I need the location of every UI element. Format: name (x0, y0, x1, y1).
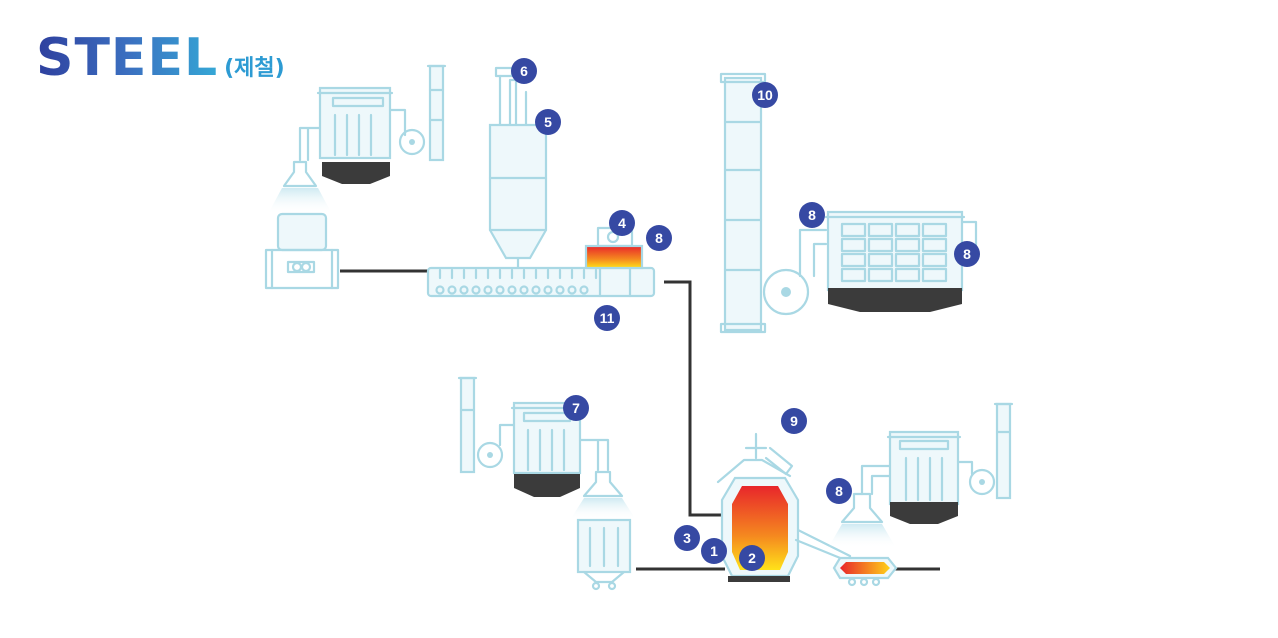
filter-cell (894, 237, 921, 253)
title-main: STEEL (36, 28, 219, 88)
svg-text:5: 5 (544, 114, 552, 130)
svg-text:4: 4 (618, 215, 626, 231)
badge-4: 4 (609, 210, 635, 236)
feed-machine (264, 212, 340, 290)
badge-10: 10 (752, 82, 778, 108)
conveyor-roller (531, 285, 541, 295)
filter-cell (867, 237, 894, 253)
badge-9: 9 (781, 408, 807, 434)
filter-cell (894, 222, 921, 238)
filter-cell (894, 267, 921, 283)
badge-8-sinter: 8 (646, 225, 672, 251)
ladle-car (832, 556, 898, 587)
title-sub: (제철) (224, 56, 285, 81)
badge-8-large-right: 8 (954, 241, 980, 267)
conveyor-roller (435, 285, 445, 295)
conveyor-roller (471, 285, 481, 295)
conveyor-roller (507, 285, 517, 295)
conveyor-roller (495, 285, 505, 295)
badge-1: 1 (701, 538, 727, 564)
filter-cell (921, 267, 948, 283)
filter-cell (840, 237, 867, 253)
conveyor-roller (555, 285, 565, 295)
connecting-pipes (340, 269, 940, 571)
baghouse-top-left (268, 64, 447, 214)
svg-text:11: 11 (600, 310, 615, 326)
filter-cell (894, 252, 921, 268)
baghouse-mid-left (457, 376, 636, 520)
svg-text:9: 9 (790, 413, 798, 429)
badge-6: 6 (511, 58, 537, 84)
svg-text:8: 8 (963, 246, 971, 262)
chimney-stack (719, 72, 767, 334)
filter-unit (576, 518, 632, 591)
badge-5: 5 (535, 109, 561, 135)
badge-3: 3 (674, 525, 700, 551)
badge-2: 2 (739, 545, 765, 571)
badge-8-large-left: 8 (799, 202, 825, 228)
svg-text:8: 8 (655, 230, 663, 246)
svg-text:6: 6 (520, 63, 528, 79)
filter-cell (840, 222, 867, 238)
svg-text:8: 8 (835, 483, 843, 499)
svg-text:10: 10 (757, 87, 773, 103)
silo (488, 66, 548, 270)
badge-11: 11 (594, 305, 620, 331)
baghouse-bottom-right (828, 402, 1014, 548)
filter-cell (867, 267, 894, 283)
conveyor-roller (447, 285, 457, 295)
badge-8-bottom: 8 (826, 478, 852, 504)
diagram-title: STEEL (제철) (36, 28, 285, 88)
conveyor-roller (483, 285, 493, 295)
filter-cell (921, 237, 948, 253)
baghouse-large (762, 210, 978, 316)
step-badges: 6 5 4 8 11 10 8 8 7 9 8 3 1 2 (511, 58, 980, 571)
svg-text:7: 7 (572, 400, 580, 416)
conveyor-roller (579, 285, 589, 295)
filter-cell (840, 252, 867, 268)
conveyor-roller (459, 285, 469, 295)
conveyor-roller (519, 285, 529, 295)
svg-text:8: 8 (808, 207, 816, 223)
svg-text:2: 2 (748, 550, 756, 566)
svg-text:1: 1 (710, 543, 718, 559)
svg-text:3: 3 (683, 530, 691, 546)
conveyor-roller (543, 285, 553, 295)
filter-cell (921, 252, 948, 268)
filter-cell (921, 222, 948, 238)
sinter-machine (426, 226, 656, 298)
conveyor-roller (567, 285, 577, 295)
converter-furnace (716, 432, 852, 582)
badge-7: 7 (563, 395, 589, 421)
filter-cell (867, 252, 894, 268)
filter-cell (867, 222, 894, 238)
filter-cell (840, 267, 867, 283)
